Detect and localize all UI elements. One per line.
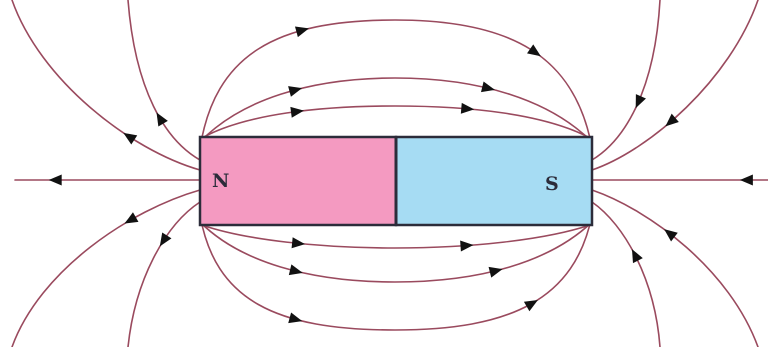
field-arrow-10 [488,266,503,278]
field-arrow-22 [631,249,643,264]
field-arrow-21 [664,229,678,242]
field-line-right-lower-inner [591,201,661,347]
field-arrow-11 [288,312,303,324]
field-arrow-19 [665,113,679,127]
field-line-loop-lower-inner [201,224,591,249]
field-line-loop-lower-middle [199,221,593,283]
field-line-right-upper-outer [591,0,759,171]
field-line-left-upper-outer [11,0,201,171]
field-arrow-3 [288,86,303,97]
field-line-loop-lower-outer [199,214,593,331]
field-direction-arrows [48,26,753,324]
south-pole-label: S [545,173,559,195]
field-line-left-lower-outer [11,189,201,347]
field-arrow-12 [523,299,538,312]
field-arrow-18 [159,232,172,247]
field-arrow-13 [48,174,62,186]
field-arrow-2 [527,44,541,57]
field-arrow-16 [156,112,168,127]
field-line-left-lower-inner [127,201,201,347]
field-line-right-upper-inner [591,0,661,161]
field-arrow-20 [635,94,646,109]
field-arrow-4 [480,81,495,93]
field-line-loop-upper-outer [199,19,593,149]
bar-magnet: N S [198,135,594,227]
magnet-north-half [198,135,398,227]
magnet-south-half [394,135,594,227]
north-pole-label: N [212,170,229,192]
field-arrow-7 [291,237,306,249]
field-arrow-14 [739,174,753,186]
field-arrow-5 [290,106,304,118]
field-line-right-lower-outer [591,189,759,347]
field-arrow-17 [124,212,139,224]
field-arrow-9 [288,264,303,276]
field-line-loop-upper-middle [199,77,593,143]
field-arrow-15 [123,132,138,145]
field-line-left-upper-inner [127,0,201,161]
field-arrow-6 [460,102,475,114]
field-arrow-1 [294,26,309,38]
field-arrow-8 [460,240,474,252]
field-line-loop-upper-inner [201,105,591,139]
